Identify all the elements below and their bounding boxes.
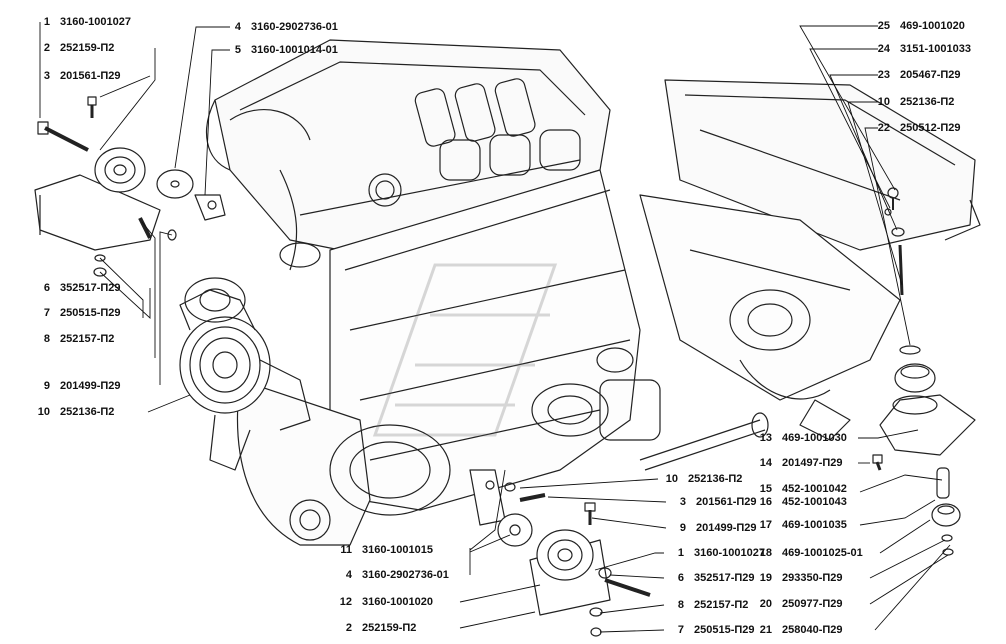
fan-clutch bbox=[179, 277, 311, 471]
left-engine-mount bbox=[34, 96, 226, 277]
rear-mount-stack bbox=[872, 187, 976, 556]
leader-lines bbox=[39, 22, 951, 633]
watermark-logo bbox=[372, 263, 558, 437]
bottom-engine-mount bbox=[469, 469, 651, 637]
gearbox-frame bbox=[639, 79, 981, 471]
engine-block bbox=[206, 39, 661, 546]
